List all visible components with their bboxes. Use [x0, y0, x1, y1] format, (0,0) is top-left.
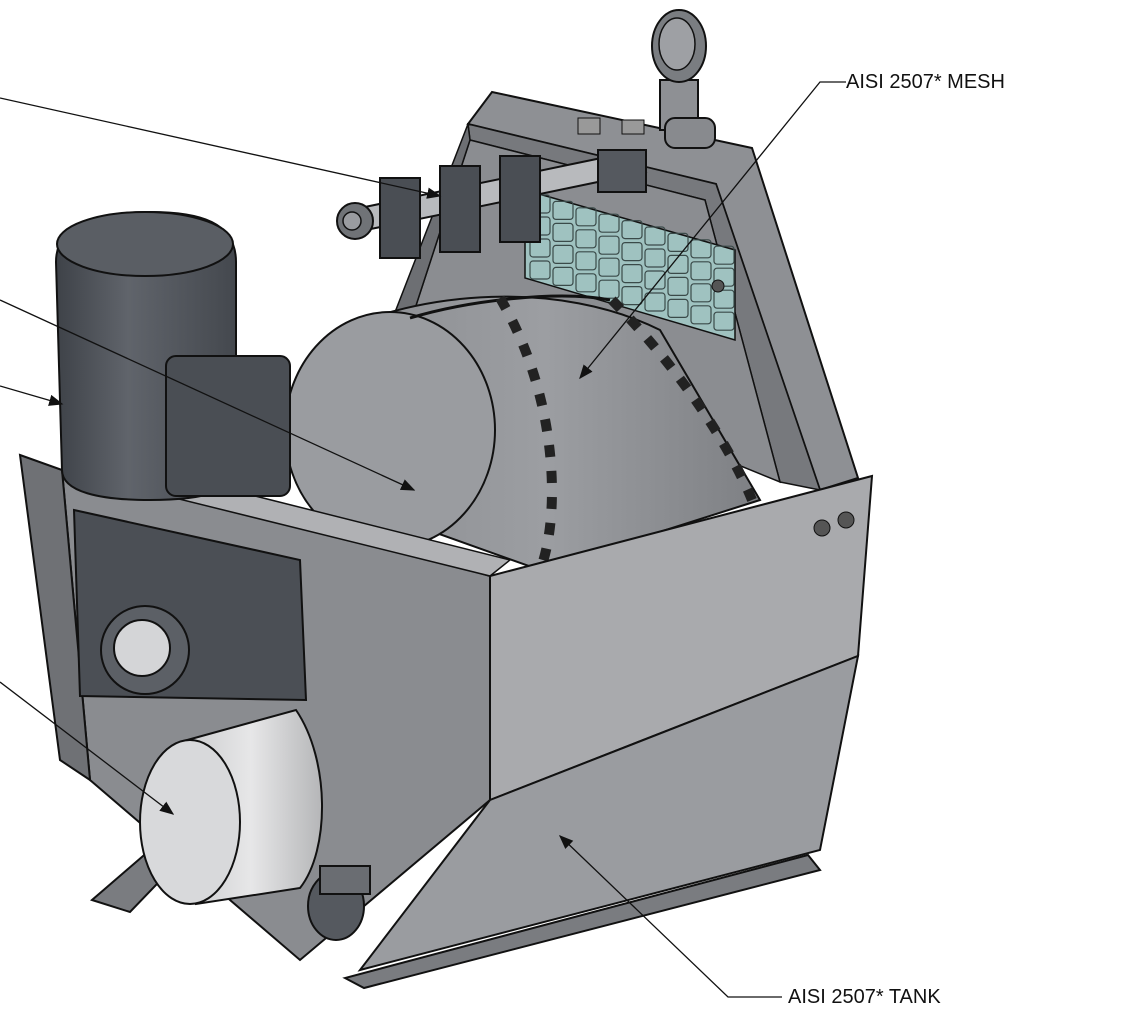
- mesh-cell: [575, 229, 597, 249]
- mesh-cell: [621, 264, 643, 284]
- mesh-cell: [667, 232, 689, 252]
- mesh-cell: [667, 254, 689, 274]
- mesh-cell: [644, 292, 666, 312]
- pressure-gauge-icon: [651, 9, 716, 149]
- mesh-cell: [621, 242, 643, 262]
- leader-tank: [558, 835, 782, 998]
- mesh-cell: [575, 251, 597, 271]
- mesh-cell: [575, 273, 597, 293]
- mesh-cell: [690, 283, 712, 303]
- spray-manifold: [336, 117, 648, 259]
- mesh-cell: [552, 200, 574, 220]
- mesh-cell: [598, 235, 620, 255]
- mesh-cell: [552, 222, 574, 242]
- mesh-cell: [713, 311, 735, 331]
- mesh-cell: [575, 207, 597, 227]
- mesh-cell: [644, 226, 666, 246]
- mesh-cell: [621, 220, 643, 240]
- callout-leaders: [0, 81, 846, 998]
- mesh-cell: [598, 257, 620, 277]
- leader-manifold: [0, 97, 442, 199]
- mesh-cell: [598, 213, 620, 233]
- mesh-cell: [621, 286, 643, 306]
- mesh-cell: [690, 239, 712, 259]
- mesh-cell: [529, 260, 551, 280]
- mesh-cell: [667, 276, 689, 296]
- mesh-cell: [598, 279, 620, 299]
- mesh-callout-label: AISI 2507* MESH: [846, 71, 1005, 93]
- mesh-cell: [644, 270, 666, 290]
- tank-callout-label: AISI 2507* TANK: [788, 986, 941, 1008]
- mesh-cell: [552, 244, 574, 264]
- mesh-cell: [644, 248, 666, 268]
- filter-drum: [284, 294, 762, 572]
- gear-motor: [54, 210, 308, 702]
- leader-drum-side: [0, 299, 416, 491]
- mesh-cell: [690, 261, 712, 281]
- mesh-cell: [713, 289, 735, 309]
- mesh-cell: [667, 298, 689, 318]
- mesh-cell: [713, 245, 735, 265]
- inlet-pipe: [139, 708, 323, 906]
- leader-mesh: [579, 81, 846, 380]
- leader-motor: [0, 385, 64, 406]
- leader-inlet: [0, 681, 175, 815]
- mesh-cell: [690, 305, 712, 325]
- mesh-cell: [552, 266, 574, 286]
- mesh-panel: [524, 189, 736, 342]
